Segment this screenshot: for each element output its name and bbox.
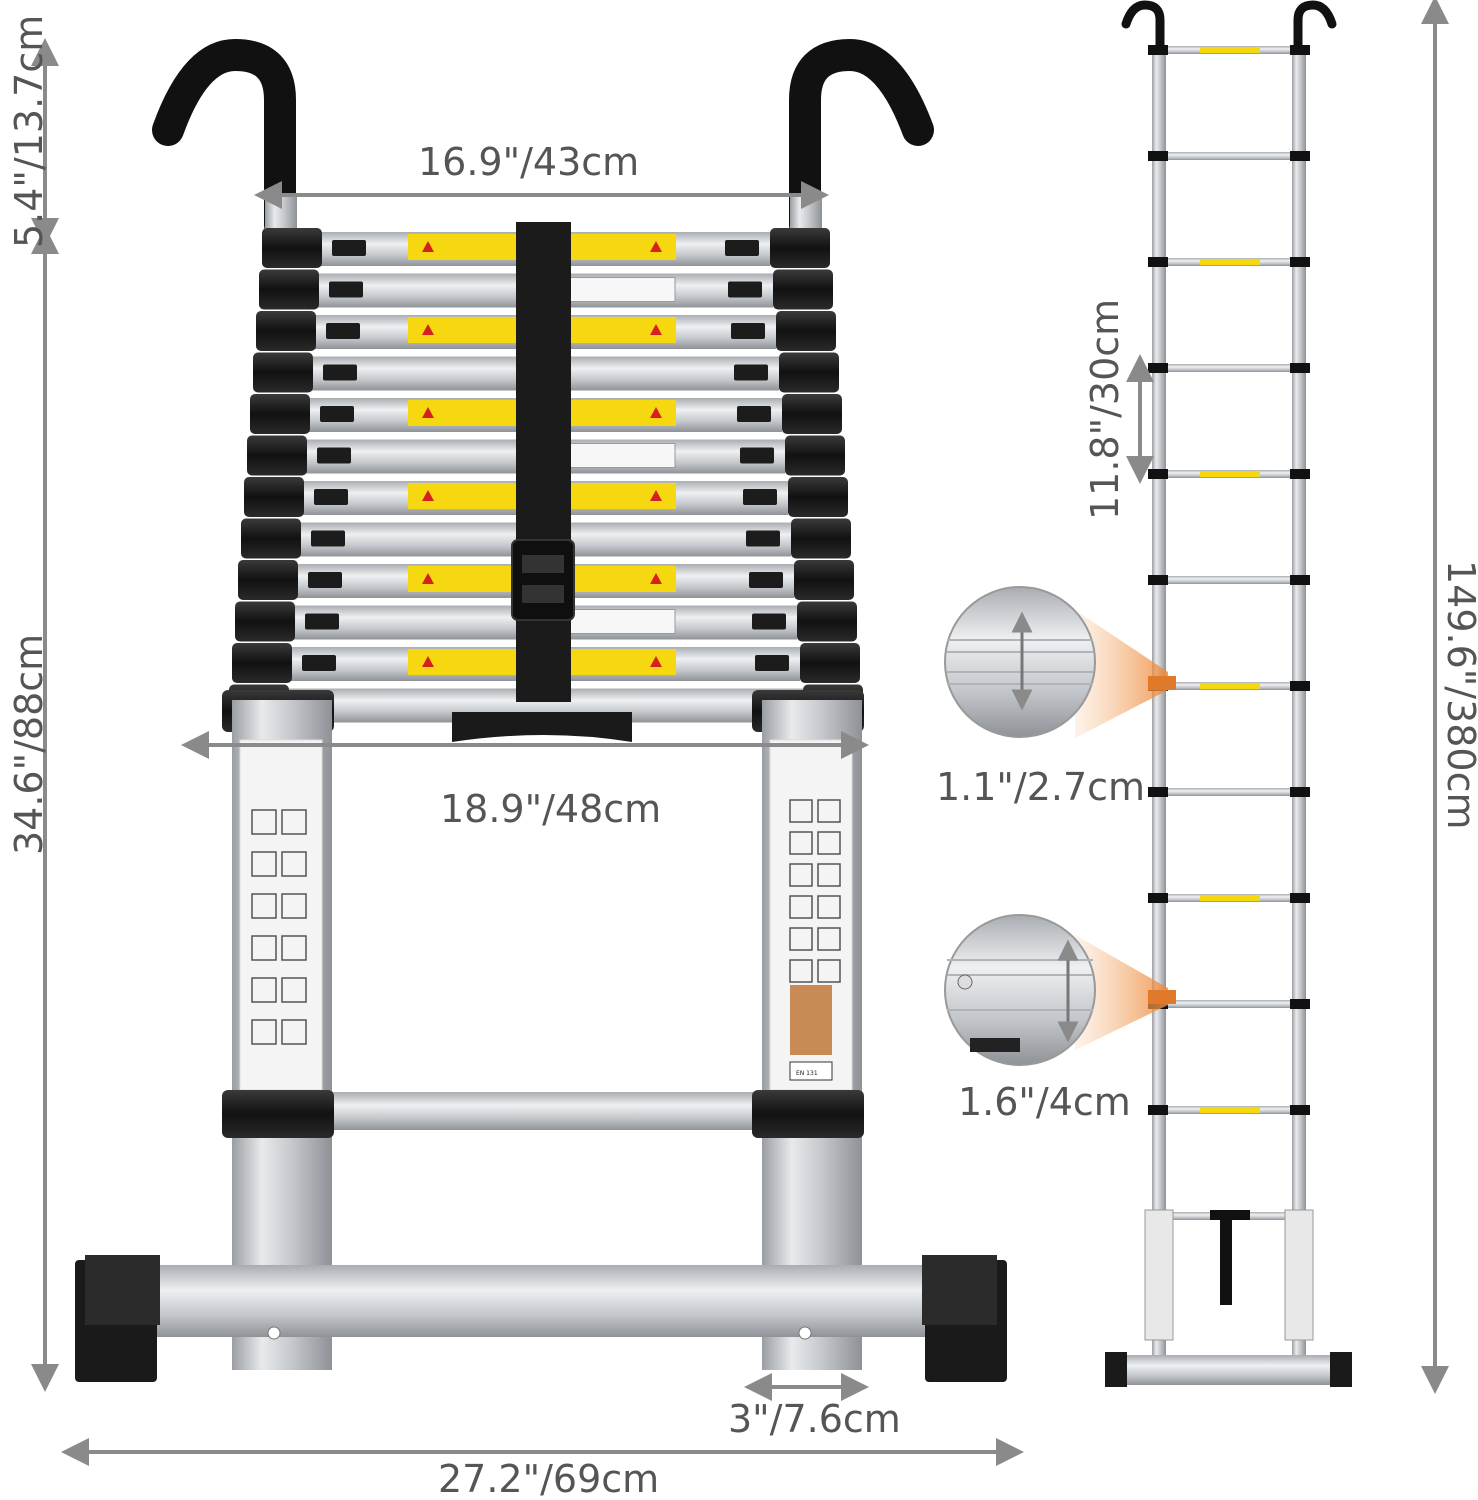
dim-base-width: 27.2"/69cm <box>438 1457 659 1500</box>
warning-triangle-icon <box>650 407 662 418</box>
dim-closed-height: 34.6"/88cm <box>7 634 51 855</box>
standard-badge <box>789 1061 833 1081</box>
dim-rung-depth-top: 1.1"/2.7cm <box>936 765 1145 809</box>
warning-triangle-icon <box>422 490 434 501</box>
dim-extended-height: 149.6"/380cm <box>1439 560 1478 830</box>
hook-icon <box>789 38 934 241</box>
instruction-label-left <box>239 739 323 1091</box>
warning-triangle-icon <box>650 241 662 252</box>
warning-triangle-icon <box>422 241 434 252</box>
dim-rung-depth-bottom: 1.6"/4cm <box>958 1080 1131 1124</box>
hook-icon <box>1121 0 1165 55</box>
rung <box>1148 363 1310 373</box>
rung <box>1148 257 1310 267</box>
warning-triangle-icon <box>422 656 434 667</box>
strap <box>516 222 571 702</box>
rung <box>1148 45 1310 55</box>
dim-hook-spacing: 16.9"/43cm <box>418 140 639 184</box>
dim-hook-height: 5.4"/13.7cm <box>7 15 51 248</box>
rung <box>1148 1105 1310 1115</box>
hook-icon <box>152 38 296 241</box>
rung-callout-bottom <box>944 914 1176 1066</box>
extended-stabilizer <box>1110 1355 1348 1385</box>
warning-triangle-icon <box>422 407 434 418</box>
rung <box>1148 575 1310 585</box>
extended-ladder <box>1105 0 1352 1387</box>
dimension-lines-left <box>31 38 1024 1466</box>
warning-triangle-icon <box>650 490 662 501</box>
standard-badge-text: EN 131 <box>796 1070 818 1077</box>
warning-triangle-icon <box>650 324 662 335</box>
warning-triangle-icon <box>650 573 662 584</box>
rung <box>1148 151 1310 161</box>
warning-triangle-icon <box>422 573 434 584</box>
warning-triangle-icon <box>422 324 434 335</box>
dim-tube-width: 3"/7.6cm <box>728 1397 901 1441</box>
rung-callout-top <box>944 586 1176 738</box>
carry-handle <box>452 712 632 742</box>
rung <box>1148 787 1310 797</box>
collapsed-ladder: EN 131 <box>75 38 1007 1382</box>
strap-buckle-icon <box>511 539 575 621</box>
rung <box>1148 893 1310 903</box>
stabilizer-bar <box>140 1265 940 1337</box>
dim-inner-width: 18.9"/48cm <box>440 787 661 831</box>
bottom-rung <box>330 1092 765 1130</box>
warning-triangle-icon <box>650 656 662 667</box>
rung <box>1148 469 1310 479</box>
dim-rung-spacing: 11.8"/30cm <box>1083 299 1127 520</box>
hook-icon <box>1293 0 1337 55</box>
dimension-lines-right <box>1126 0 1449 1394</box>
